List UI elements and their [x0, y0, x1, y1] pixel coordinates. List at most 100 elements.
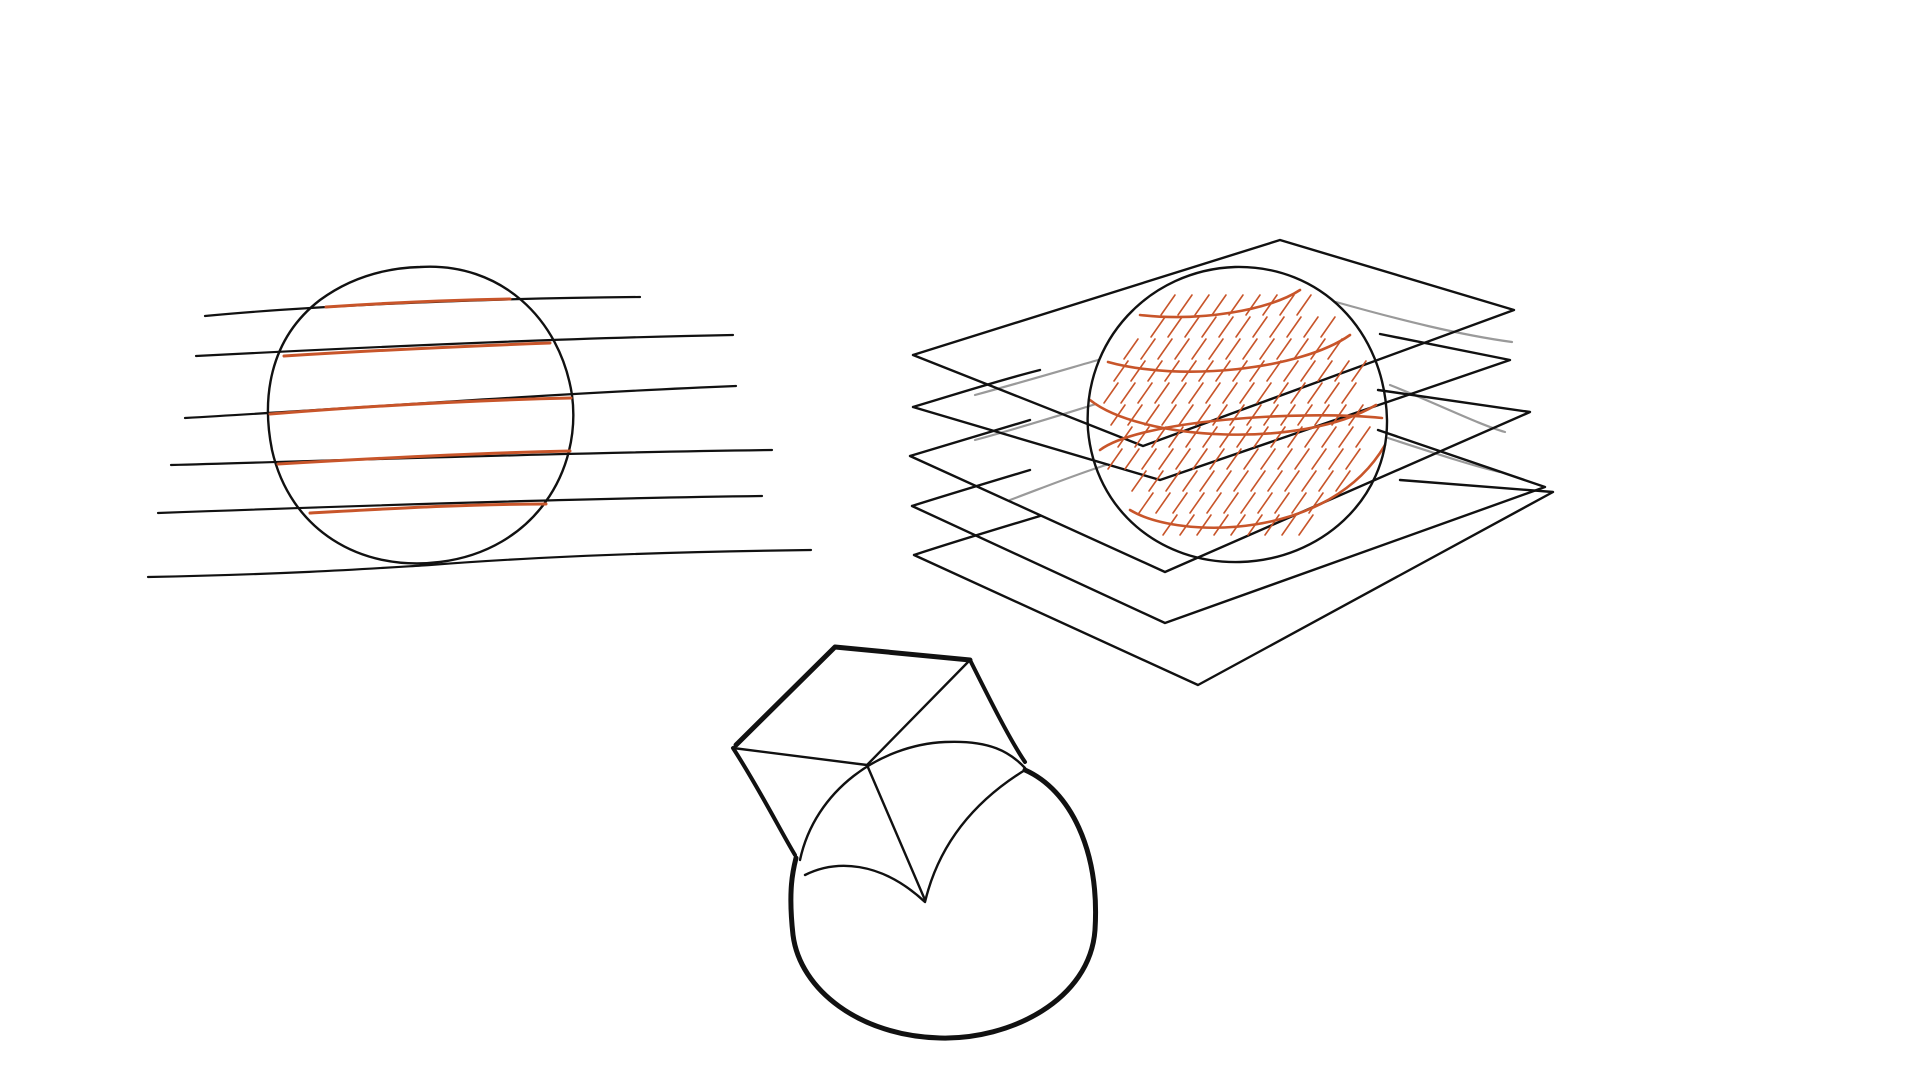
- hatch-stroke: [1351, 360, 1367, 382]
- hatch-stroke: [1154, 382, 1170, 404]
- section-arc-3: [1088, 398, 1378, 436]
- hatch-stroke: [1113, 360, 1129, 382]
- hatch-stroke: [1144, 404, 1160, 426]
- hatch-stroke: [1175, 448, 1191, 470]
- hatch-stroke: [1157, 338, 1173, 360]
- hatch-stroke: [1140, 338, 1156, 360]
- hatch-stroke: [1345, 448, 1361, 470]
- hatch-stroke: [1216, 470, 1232, 492]
- hatch-stroke: [1276, 338, 1292, 360]
- hatch-stroke: [1341, 382, 1357, 404]
- hatch-stroke: [1240, 492, 1256, 514]
- hatch-stroke: [1188, 382, 1204, 404]
- hatch-stroke: [1148, 470, 1164, 492]
- hatch-stroke: [1174, 338, 1190, 360]
- hatch-stroke: [1165, 470, 1181, 492]
- hatch-stroke: [1311, 448, 1327, 470]
- hatch-stroke: [1291, 492, 1307, 514]
- hatch-stroke: [1130, 360, 1146, 382]
- hatch-stroke: [1279, 294, 1295, 316]
- hatch-stroke: [1196, 514, 1212, 536]
- hatch-stroke: [1307, 382, 1323, 404]
- hatch-stroke: [1189, 492, 1205, 514]
- hatch-stroke: [1150, 316, 1166, 338]
- slice-line-6: [146, 548, 813, 579]
- hatch-stroke: [1245, 294, 1261, 316]
- hatch-stroke: [1274, 492, 1290, 514]
- hatch-stroke: [1177, 294, 1193, 316]
- plane-back-edge-3: [973, 402, 1098, 442]
- section-arc-5: [1128, 443, 1387, 529]
- hatch-stroke: [1151, 426, 1167, 448]
- cube-left-edge: [731, 746, 797, 857]
- plane-back-edge-5: [1388, 383, 1507, 434]
- hatch-stroke: [1310, 338, 1326, 360]
- plane-back-edge-2: [973, 358, 1100, 397]
- hatch-stroke: [1103, 382, 1119, 404]
- hatch-stroke: [1205, 382, 1221, 404]
- hatch-stroke: [1249, 360, 1265, 382]
- chord-4: [276, 449, 572, 466]
- chord-1: [324, 297, 512, 309]
- hatch-stroke: [1277, 448, 1293, 470]
- hatch-stroke: [1199, 470, 1215, 492]
- hatch-stroke: [1324, 382, 1340, 404]
- cube-right-edge: [968, 658, 1027, 764]
- plane-5: [912, 478, 1555, 687]
- hatch-stroke: [1155, 492, 1171, 514]
- hatch-stroke: [1235, 316, 1251, 338]
- hatch-stroke: [1242, 338, 1258, 360]
- slice-line-2: [194, 333, 735, 358]
- hatch-stroke: [1317, 360, 1333, 382]
- section-arc-1: [1138, 288, 1302, 319]
- hatch-stroke: [1209, 448, 1225, 470]
- hatch-stroke: [1202, 426, 1218, 448]
- hatch-stroke: [1192, 448, 1208, 470]
- plane-3: [908, 388, 1532, 574]
- sphere-3-upper-arc: [798, 740, 1027, 862]
- hatch-stroke: [1138, 492, 1154, 514]
- hatch-stroke: [1269, 316, 1285, 338]
- hatch-stroke: [1256, 382, 1272, 404]
- hatch-stroke: [1213, 514, 1229, 536]
- hatch-stroke: [1226, 448, 1242, 470]
- hatch-stroke: [1338, 426, 1354, 448]
- hatch-stroke: [1191, 338, 1207, 360]
- hatch-stroke: [1127, 404, 1143, 426]
- hatch-stroke: [1328, 448, 1344, 470]
- hatch-stroke: [1300, 360, 1316, 382]
- hatch-stroke: [1296, 294, 1312, 316]
- hatch-stroke: [1137, 382, 1153, 404]
- hatch-stroke: [1107, 448, 1123, 470]
- hatch-stroke: [1250, 470, 1266, 492]
- hatch-stroke: [1184, 316, 1200, 338]
- sphere-3-outline: [788, 767, 1099, 1041]
- hatch-stroke: [1123, 338, 1139, 360]
- plane-back-edge-4: [1008, 463, 1108, 502]
- chord-3: [268, 396, 573, 416]
- hatch-stroke: [1301, 470, 1317, 492]
- hatch-stroke: [1298, 514, 1314, 536]
- chord-2: [282, 341, 552, 358]
- plane-1: [911, 238, 1516, 448]
- hatch-stroke: [1171, 382, 1187, 404]
- hatch-stroke: [1201, 316, 1217, 338]
- hatch-stroke: [1141, 448, 1157, 470]
- section-arc-4: [1098, 414, 1384, 452]
- hatch-stroke: [1281, 514, 1297, 536]
- hatch-stroke: [1335, 470, 1351, 492]
- hatch-stroke: [1233, 470, 1249, 492]
- sphere-hatching: [1103, 294, 1371, 536]
- hatch-stroke: [1257, 492, 1273, 514]
- chord-5: [308, 502, 548, 515]
- hatch-stroke: [1172, 492, 1188, 514]
- slice-line-1: [203, 295, 642, 318]
- hatch-stroke: [1206, 492, 1222, 514]
- hatch-stroke: [1253, 426, 1269, 448]
- hatch-stroke: [1264, 514, 1280, 536]
- hatch-stroke: [1266, 360, 1282, 382]
- slice-line-4: [169, 448, 774, 467]
- sphere-sliced-by-lines-sketch: [146, 265, 813, 579]
- hatch-stroke: [1161, 404, 1177, 426]
- hatch-stroke: [1208, 338, 1224, 360]
